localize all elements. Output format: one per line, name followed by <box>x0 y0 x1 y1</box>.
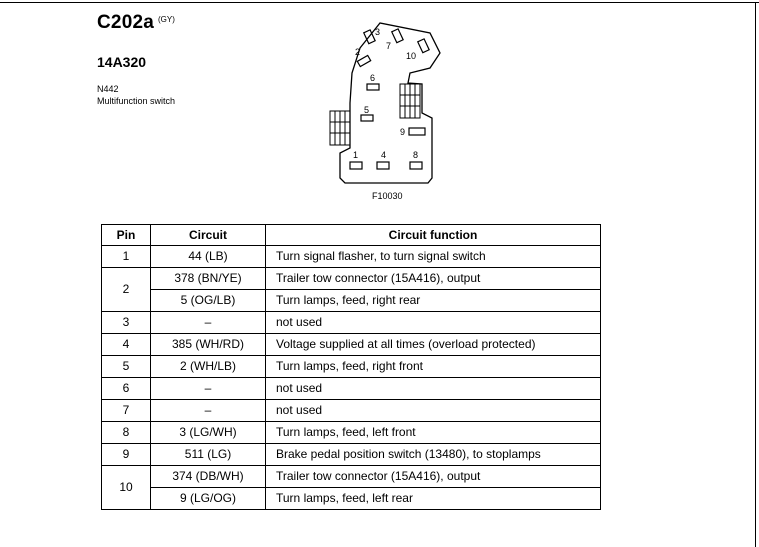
cavity-pin-9 <box>408 127 426 136</box>
table-row: 10 374 (DB/WH) Trailer tow connector (15… <box>101 465 601 510</box>
connector-housing-outline <box>339 22 441 184</box>
pin-label-1: 1 <box>353 150 358 160</box>
cell-pin: 3 <box>101 311 151 334</box>
pin-label-2: 2 <box>355 47 360 57</box>
cell-circuit: 374 (DB/WH) <box>150 465 266 488</box>
pin-label-3: 3 <box>375 27 380 37</box>
cell-circuit: 5 (OG/LB) <box>150 289 266 312</box>
cell-pin: 8 <box>101 421 151 444</box>
cell-pin: 6 <box>101 377 151 400</box>
table-row: 7 – not used <box>101 399 601 422</box>
pin-circuit-table: Pin Circuit Circuit function 1 44 (LB) T… <box>101 224 601 510</box>
cell-function: Brake pedal position switch (13480), to … <box>265 443 601 466</box>
cavity-pin-5 <box>360 114 374 122</box>
connector-header: C202a (GY) <box>97 12 175 34</box>
cell-function: Turn lamps, feed, right rear <box>265 289 601 312</box>
cavity-pin-6 <box>366 83 380 91</box>
cell-pin: 2 <box>101 267 151 312</box>
cell-circuit: 378 (BN/YE) <box>150 267 266 290</box>
table-row: 6 – not used <box>101 377 601 400</box>
cavity-pin-4 <box>376 161 390 170</box>
table-row: 4 385 (WH/RD) Voltage supplied at all ti… <box>101 333 601 356</box>
cavity-pin-1 <box>349 161 363 170</box>
cell-function: Trailer tow connector (15A416), output <box>265 267 601 290</box>
component-description: Multifunction switch <box>97 96 176 106</box>
connector-title: C202a <box>97 12 154 33</box>
cell-circuit: 44 (LB) <box>150 245 266 268</box>
table-row: 9 511 (LG) Brake pedal position switch (… <box>101 443 601 466</box>
table-row: 5 2 (WH/LB) Turn lamps, feed, right fron… <box>101 355 601 378</box>
cell-function: Turn signal flasher, to turn signal swit… <box>265 245 601 268</box>
pin-label-5: 5 <box>364 105 369 115</box>
cell-pin: 4 <box>101 333 151 356</box>
cell-circuit: – <box>150 311 266 334</box>
table-row: 3 – not used <box>101 311 601 334</box>
cell-function: Trailer tow connector (15A416), output <box>265 465 601 488</box>
cell-pin: 7 <box>101 399 151 422</box>
cell-pin: 1 <box>101 245 151 268</box>
pin-label-8: 8 <box>413 150 418 160</box>
left-latch <box>329 110 351 146</box>
table-row: 9 (LG/OG) Turn lamps, feed, left rear <box>102 487 601 510</box>
cell-pin: 9 <box>101 443 151 466</box>
cell-pin: 5 <box>101 355 151 378</box>
cell-function: not used <box>265 311 601 334</box>
right-latch <box>399 83 421 119</box>
cell-function: not used <box>265 399 601 422</box>
cell-circuit: – <box>150 399 266 422</box>
part-number: 14A320 <box>97 54 147 70</box>
cell-circuit: 3 (LG/WH) <box>150 421 266 444</box>
cell-circuit: 511 (LG) <box>150 443 266 466</box>
cell-pin: 10 <box>101 465 151 510</box>
cell-circuit: 2 (WH/LB) <box>150 355 266 378</box>
pin-label-7: 7 <box>386 41 391 51</box>
cell-circuit: 9 (LG/OG) <box>150 487 266 510</box>
cell-circuit: – <box>150 377 266 400</box>
cell-circuit: 385 (WH/RD) <box>150 333 266 356</box>
frame-right-border <box>755 2 756 547</box>
table-row: 2 378 (BN/YE) Trailer tow connector (15A… <box>101 267 601 312</box>
table-row: 5 (OG/LB) Turn lamps, feed, right rear <box>102 289 601 312</box>
cell-function: Turn lamps, feed, left front <box>265 421 601 444</box>
pin-label-10: 10 <box>406 51 416 61</box>
table-row: 1 44 (LB) Turn signal flasher, to turn s… <box>101 245 601 268</box>
cell-function: Voltage supplied at all times (overload … <box>265 333 601 356</box>
pin-label-6: 6 <box>370 73 375 83</box>
cavity-pin-8 <box>409 161 423 170</box>
cavity-pin-7 <box>390 28 404 44</box>
pin-label-4: 4 <box>381 150 386 160</box>
component-code: N442 <box>97 84 119 94</box>
table-header-row: Pin Circuit Circuit function <box>101 224 601 246</box>
connector-face-diagram: 3 2 7 10 6 5 9 1 4 8 <box>329 22 441 184</box>
table-row: 8 3 (LG/WH) Turn lamps, feed, left front <box>101 421 601 444</box>
header-circuit-function: Circuit function <box>265 224 601 246</box>
header-circuit: Circuit <box>150 224 266 246</box>
figure-label: F10030 <box>372 191 403 201</box>
header-pin: Pin <box>101 224 151 246</box>
cell-function: not used <box>265 377 601 400</box>
connector-color-code: (GY) <box>158 14 175 24</box>
frame-top-border <box>0 2 759 3</box>
cavity-pin-2 <box>356 54 372 68</box>
cavity-pin-3 <box>362 29 376 45</box>
pin-label-9: 9 <box>400 127 405 137</box>
cavity-pin-10 <box>416 38 430 54</box>
cell-function: Turn lamps, feed, right front <box>265 355 601 378</box>
cell-function: Turn lamps, feed, left rear <box>265 487 601 510</box>
